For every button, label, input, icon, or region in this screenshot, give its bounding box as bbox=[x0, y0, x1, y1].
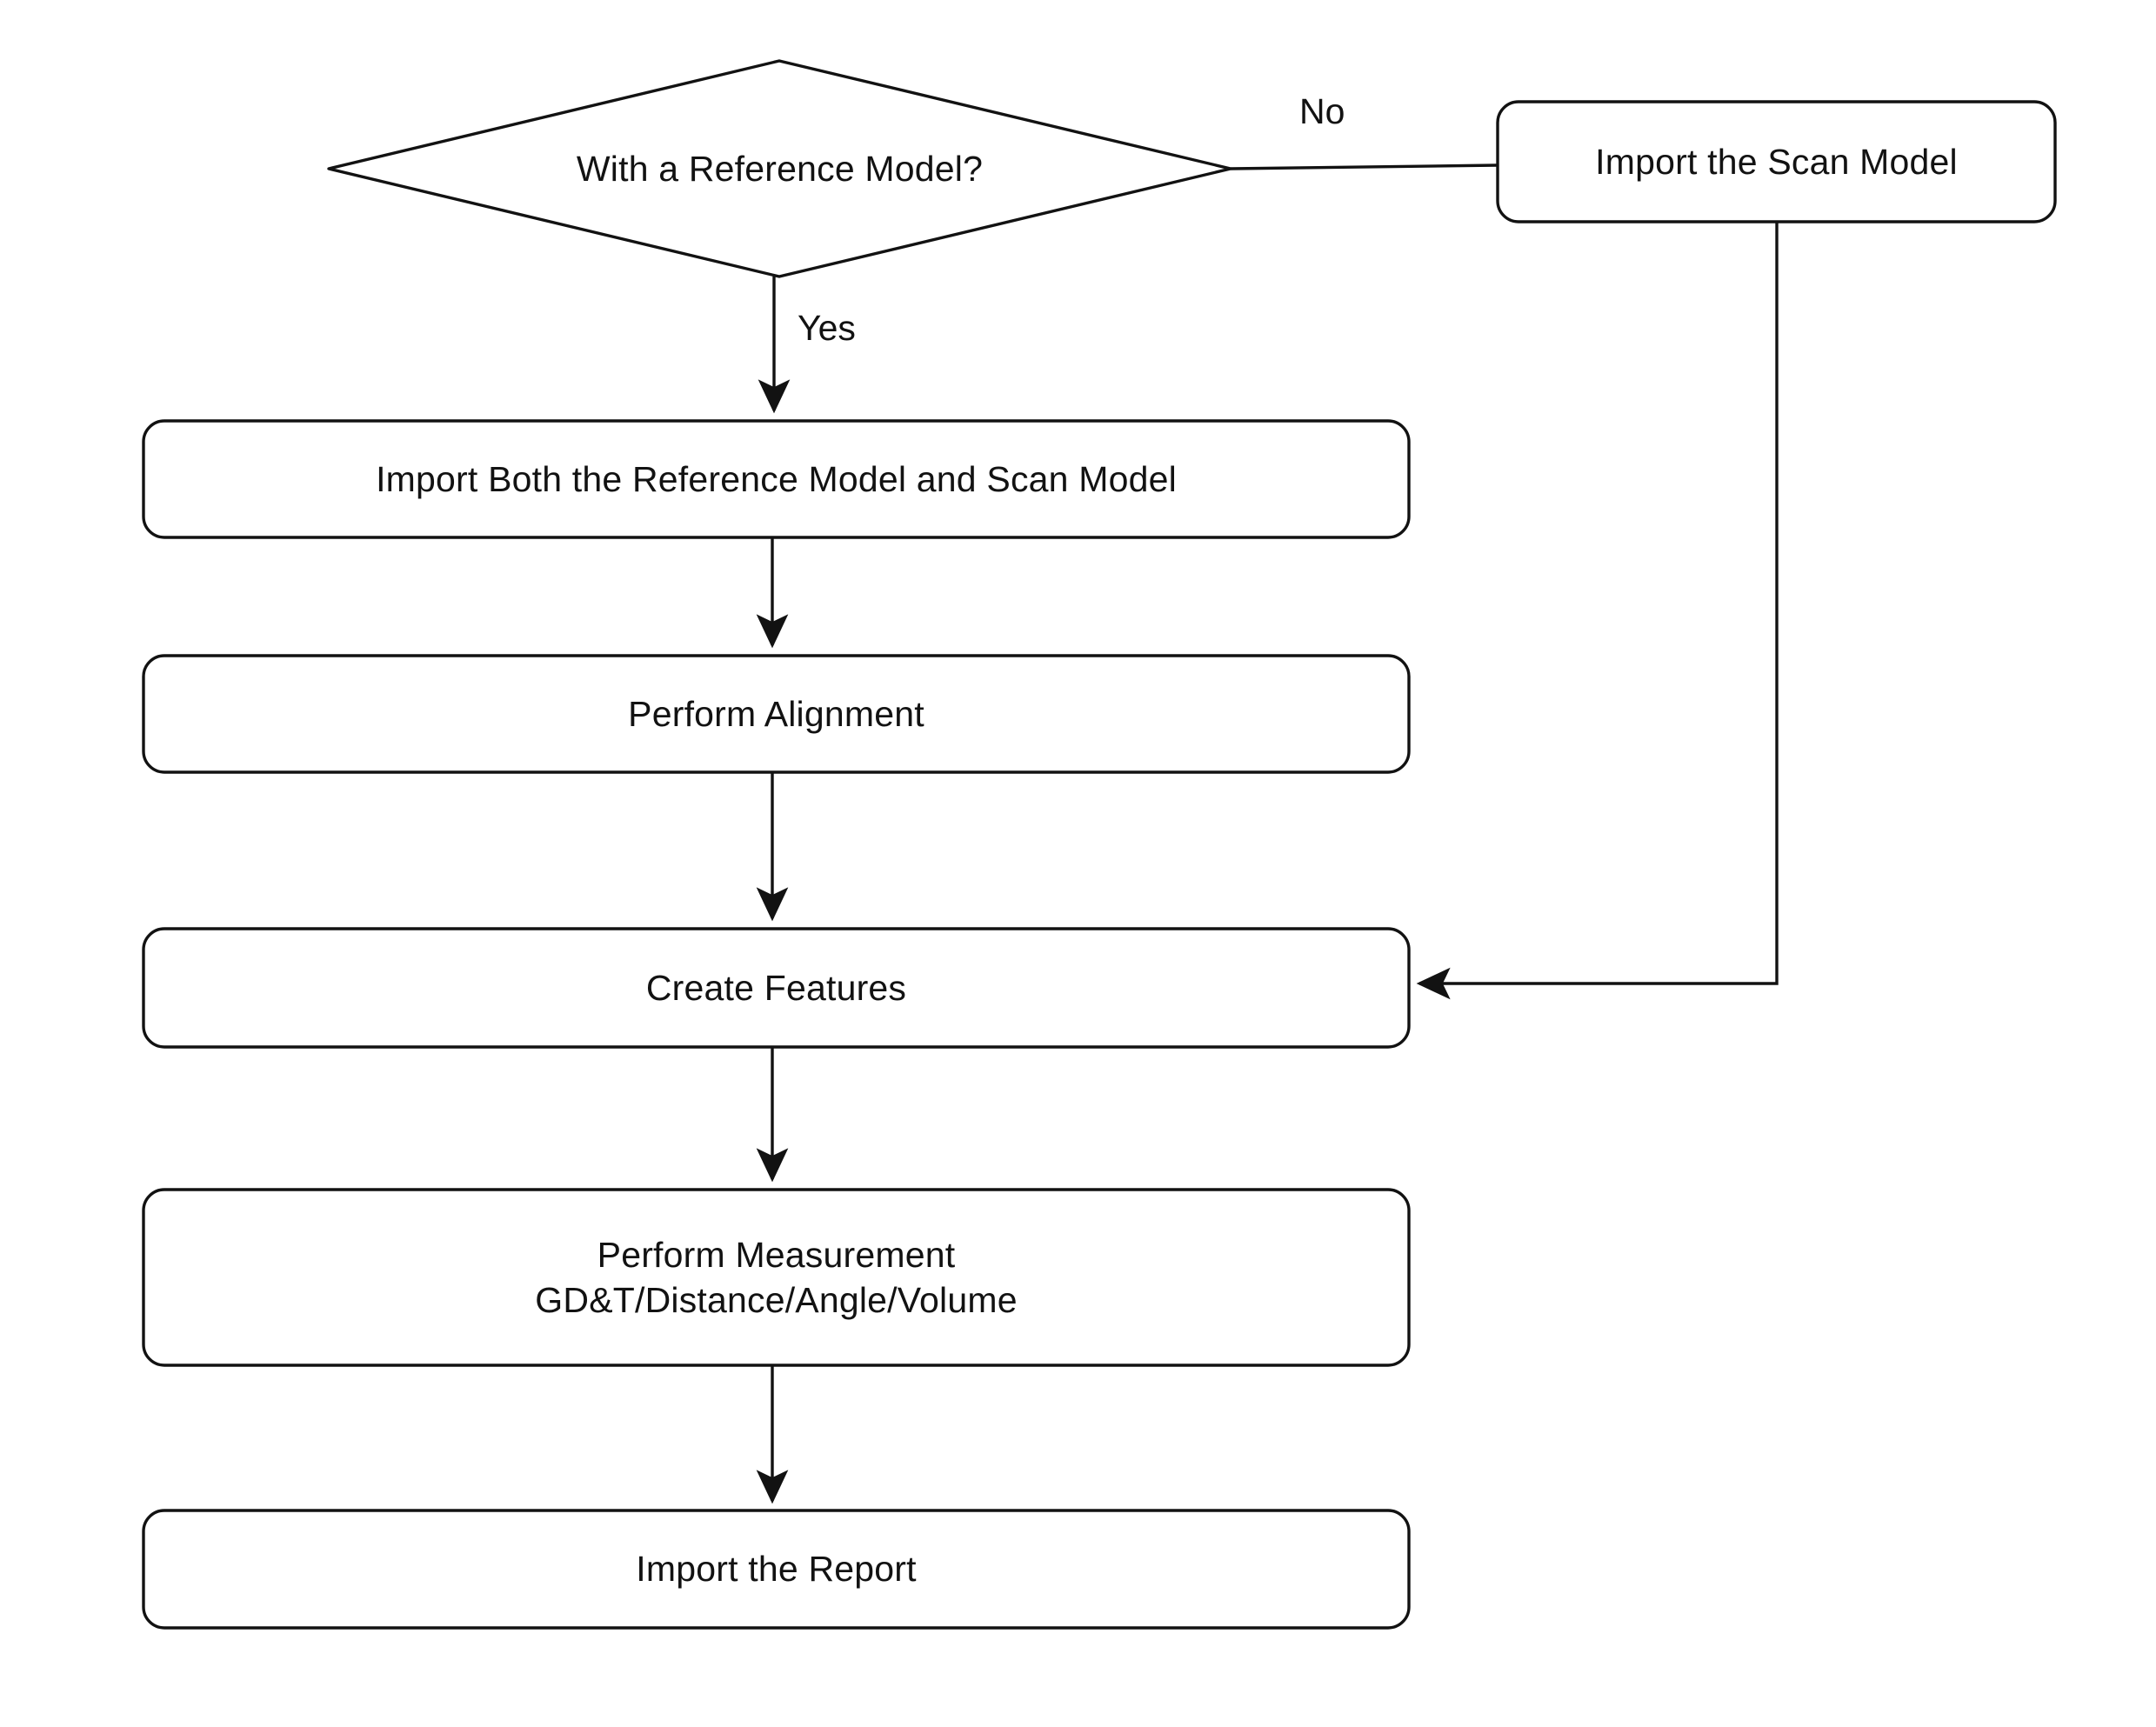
perform-alignment[interactable] bbox=[144, 656, 1409, 772]
edge-label-yes: Yes bbox=[798, 308, 856, 348]
create-features-shape bbox=[142, 927, 1411, 1049]
perform-alignment-shape bbox=[142, 654, 1411, 774]
decision-reference-model[interactable] bbox=[329, 61, 1231, 277]
perform-measurement-shape bbox=[142, 1188, 1411, 1367]
create-features[interactable] bbox=[144, 929, 1409, 1047]
import-both-models-shape bbox=[142, 419, 1411, 539]
edge-no-line bbox=[1230, 163, 1499, 170]
decision-reference-model-shape bbox=[327, 59, 1232, 278]
import-both-models[interactable] bbox=[144, 421, 1409, 537]
import-report[interactable] bbox=[144, 1510, 1409, 1628]
import-report-shape bbox=[142, 1509, 1411, 1630]
edge-scan-to-features-line bbox=[1416, 222, 1779, 1000]
perform-measurement[interactable] bbox=[144, 1190, 1409, 1365]
import-scan-model[interactable] bbox=[1498, 102, 2055, 222]
edge-label-no: No bbox=[1299, 91, 1345, 131]
